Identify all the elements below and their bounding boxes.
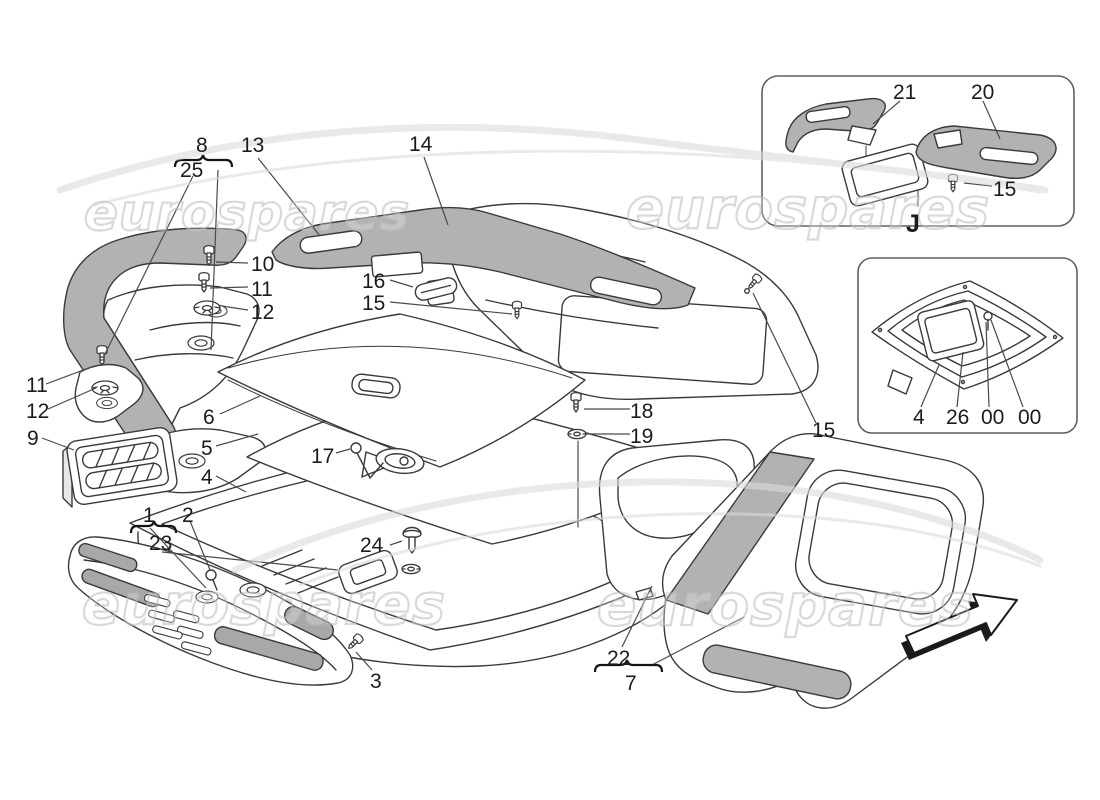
callout-15-center: 15 <box>362 292 386 315</box>
callout-8: 8 <box>196 134 208 157</box>
part-stud-2 <box>205 569 217 581</box>
callout-00-a: 00 <box>981 406 1005 429</box>
callout-25: 25 <box>180 159 204 182</box>
callout-5: 5 <box>201 437 213 460</box>
inset-box-tray <box>857 257 1078 434</box>
callout-21: 21 <box>893 81 917 104</box>
callout-3: 3 <box>370 670 382 693</box>
callout-17: 17 <box>311 445 335 468</box>
part-vent-grille-9 <box>62 427 178 508</box>
direction-arrow-icon <box>901 593 1018 660</box>
callout-4: 4 <box>201 466 213 489</box>
callout-16: 16 <box>362 270 386 293</box>
callout-14: 14 <box>409 133 433 156</box>
part-handle-16 <box>414 277 458 301</box>
callout-19: 19 <box>630 425 654 448</box>
callout-6: 6 <box>203 406 215 429</box>
callout-18: 18 <box>630 400 654 423</box>
callout-15-inset: 15 <box>993 178 1017 201</box>
part-shelf-trim-13 <box>271 206 696 310</box>
callout-24: 24 <box>360 534 384 557</box>
callout-22: 22 <box>607 647 631 670</box>
callout-12-right: 12 <box>251 301 275 324</box>
callout-2: 2 <box>182 504 194 527</box>
callout-00-b: 00 <box>1018 406 1042 429</box>
callout-13: 13 <box>241 134 265 157</box>
callout-20: 20 <box>971 81 995 104</box>
callout-23: 23 <box>149 532 173 555</box>
callout-1: 1 <box>143 504 155 527</box>
callout-10: 10 <box>251 253 275 276</box>
part-fastener-17 <box>350 442 425 479</box>
callout-7: 7 <box>625 672 637 695</box>
callout-12-left: 12 <box>26 400 50 423</box>
callout-4-inset: 4 <box>913 406 925 429</box>
callout-11-right: 11 <box>251 278 273 301</box>
callout-9: 9 <box>27 427 39 450</box>
callout-11-left: 11 <box>26 374 48 397</box>
inset-tag-J: J <box>906 210 920 238</box>
callout-15-right: 15 <box>812 419 836 442</box>
callout-26: 26 <box>946 406 970 429</box>
